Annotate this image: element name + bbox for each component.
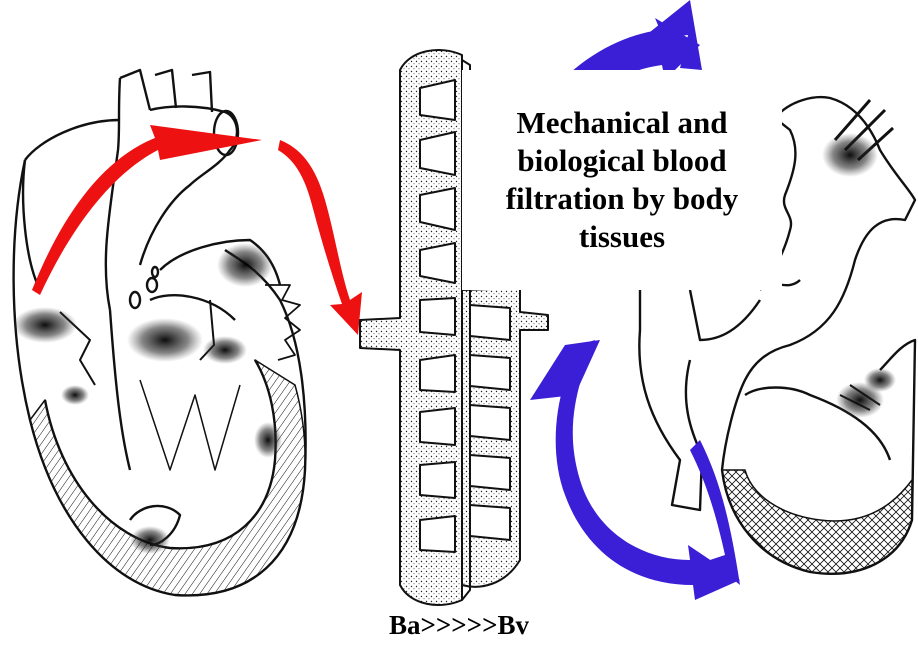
caption-text: Mechanical and biological blood filtrati… — [487, 104, 757, 256]
heart-right-shading — [822, 133, 896, 418]
caption-box: Mechanical and biological blood filtrati… — [462, 70, 782, 290]
arterial-flow-arrow — [32, 125, 362, 335]
flow-formula: Ba>>>>>Bv — [0, 610, 918, 641]
